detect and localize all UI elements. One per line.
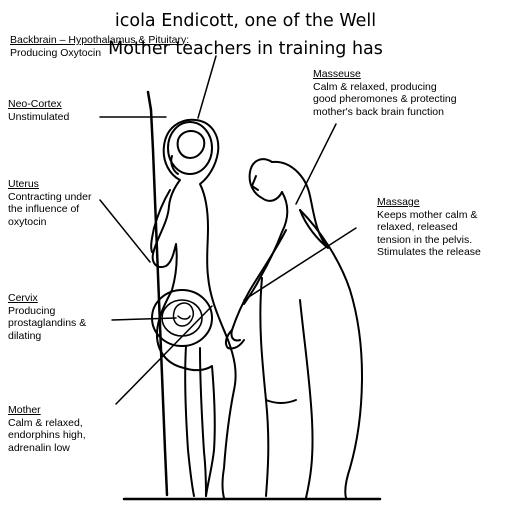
label-massage-desc-2: relaxed, released [377, 221, 481, 234]
label-neocortex-title: Neo-Cortex [8, 98, 69, 111]
label-uterus-desc-3: oxytocin [8, 216, 91, 229]
masseuse-leg-front [260, 278, 268, 496]
leader-mother [116, 306, 212, 404]
label-backbrain: Backbrain – Hypothalamus & Pituitary: Pr… [10, 34, 189, 59]
label-mother-desc-1: Calm & relaxed, [8, 417, 86, 430]
caption-line-1: icola Endicott, one of the Well [0, 10, 501, 32]
label-masseuse-desc-2: good pheromones & protecting [313, 93, 457, 106]
label-uterus: Uterus Contracting under the influence o… [8, 178, 91, 228]
label-backbrain-title: Backbrain – Hypothalamus & Pituitary: [10, 34, 189, 47]
label-massage-desc-4: Stimulates the release [377, 246, 481, 259]
masseuse-knee [266, 400, 296, 403]
mother-head [168, 122, 212, 174]
label-neocortex-desc: Unstimulated [8, 111, 69, 124]
label-massage-desc-3: tension in the pelvis. [377, 234, 481, 247]
masseuse-leg-back [300, 300, 313, 498]
label-neocortex: Neo-Cortex Unstimulated [8, 98, 69, 123]
label-cervix-desc-3: dilating [8, 330, 86, 343]
label-uterus-desc-2: the influence of [8, 203, 91, 216]
masseuse-arm [231, 230, 286, 341]
mother-brain [178, 131, 205, 158]
label-cervix-title: Cervix [8, 292, 86, 305]
label-uterus-desc-1: Contracting under [8, 191, 91, 204]
label-massage-desc-1: Keeps mother calm & [377, 209, 481, 222]
leader-backbrain [198, 56, 216, 118]
mother-face [171, 156, 178, 174]
leader-uterus [100, 200, 150, 262]
label-mother-desc-2: endorphins high, [8, 429, 86, 442]
leader-cervix [112, 318, 176, 320]
label-cervix-desc-1: Producing [8, 305, 86, 318]
label-massage-title: Massage [377, 196, 481, 209]
label-masseuse-title: Masseuse [313, 68, 457, 81]
label-mother-desc-3: adrenalin low [8, 442, 86, 455]
label-uterus-title: Uterus [8, 178, 91, 191]
label-backbrain-desc: Producing Oxytocin [10, 47, 189, 60]
label-massage: Massage Keeps mother calm & relaxed, rel… [377, 196, 481, 259]
label-masseuse-desc-1: Calm & relaxed, producing [313, 81, 457, 94]
leader-masseuse [296, 124, 336, 204]
label-cervix: Cervix Producing prostaglandins & dilati… [8, 292, 86, 342]
label-masseuse-desc-3: mother's back brain function [313, 106, 457, 119]
label-mother: Mother Calm & relaxed, endorphins high, … [8, 404, 86, 454]
label-masseuse: Masseuse Calm & relaxed, producing good … [313, 68, 457, 118]
label-cervix-desc-2: prostaglandins & [8, 317, 86, 330]
baby [173, 303, 193, 326]
label-mother-title: Mother [8, 404, 86, 417]
